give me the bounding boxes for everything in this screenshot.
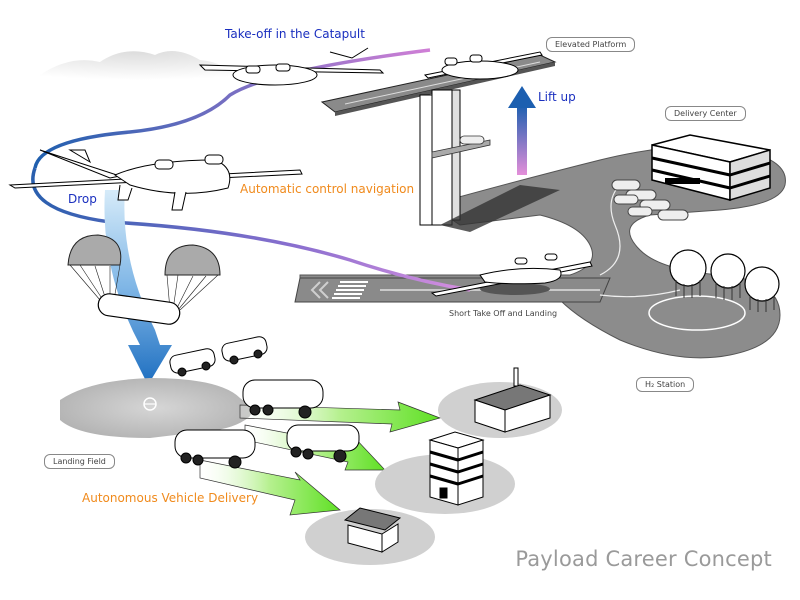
label-drop: Drop bbox=[68, 192, 97, 206]
diagram-title: Payload Career Concept bbox=[515, 547, 772, 571]
lift-up-arrow bbox=[508, 86, 536, 175]
callout-delivery-center: Delivery Center bbox=[665, 106, 746, 121]
aircraft-stol bbox=[430, 253, 593, 297]
runway-threshold-stripes bbox=[332, 281, 368, 299]
flight-path-catapult bbox=[33, 48, 431, 169]
house-building bbox=[343, 507, 402, 553]
elevated-platform bbox=[320, 54, 560, 232]
label-takeoff-catapult: Take-off in the Catapult bbox=[225, 27, 365, 41]
aircraft-catapult bbox=[198, 47, 385, 86]
office-building bbox=[428, 431, 485, 506]
callout-h2-station: H₂ Station bbox=[636, 377, 695, 392]
aircraft-elevated bbox=[423, 51, 543, 80]
h2-pad-marking bbox=[648, 295, 746, 331]
factory-building bbox=[473, 367, 552, 433]
payload-pod bbox=[97, 293, 181, 325]
delivery-arrow-factory bbox=[239, 401, 442, 433]
flight-path-approach bbox=[31, 167, 471, 292]
h2-tanks bbox=[669, 249, 780, 312]
parachute-left bbox=[67, 234, 122, 301]
label-lift-up: Lift up bbox=[538, 90, 576, 104]
cloud-shape bbox=[40, 51, 240, 80]
vehicles bbox=[169, 336, 360, 469]
runway-chevrons bbox=[310, 281, 329, 299]
cargo-pods bbox=[611, 179, 689, 221]
callout-landing-field: Landing Field bbox=[44, 454, 115, 469]
label-automatic-navigation: Automatic control navigation bbox=[240, 182, 415, 196]
drop-arrow bbox=[104, 190, 172, 385]
label-autonomous-delivery: Autonomous Vehicle Delivery bbox=[82, 491, 259, 505]
label-stol: Short Take Off and Landing bbox=[449, 309, 558, 318]
delivery-arrow-house bbox=[199, 459, 341, 516]
aircraft-navigation bbox=[8, 149, 303, 211]
landing-field bbox=[60, 378, 252, 438]
callout-elevated-platform: Elevated Platform bbox=[546, 37, 636, 52]
delivery-center-building bbox=[651, 134, 771, 202]
parachute-right bbox=[164, 244, 221, 311]
